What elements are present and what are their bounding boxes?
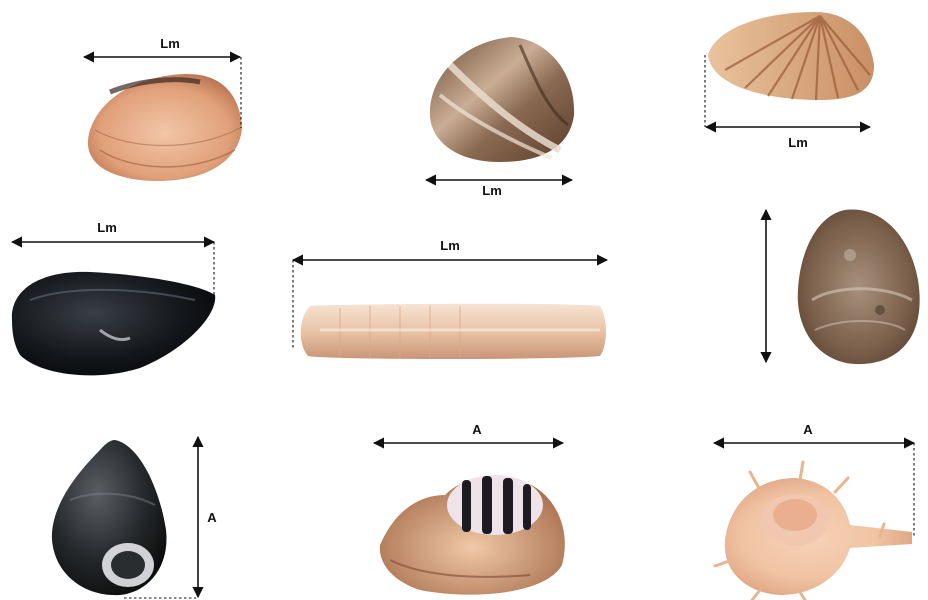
murex-shell — [715, 462, 912, 600]
clam-left-top-label: Lm — [160, 36, 180, 51]
scallop-clam-shell — [708, 12, 874, 100]
banded-whelk-shell — [380, 475, 565, 595]
scallop-clam-label: Lm — [788, 135, 808, 150]
mussel-shell — [12, 272, 215, 375]
mussel-label: Lm — [97, 220, 117, 235]
venus-clam-label: Lm — [482, 183, 502, 198]
oyster-shell — [798, 209, 920, 364]
razor-clam-label: Lm — [440, 238, 460, 253]
venus-clam-shell — [430, 37, 574, 162]
razor-clam-shell — [301, 304, 606, 359]
murex-label: A — [803, 422, 813, 437]
banded-whelk-label: A — [472, 422, 482, 437]
clam-left-top-shell — [88, 74, 242, 181]
periwinkle-shell — [52, 440, 167, 595]
periwinkle-label: A — [207, 510, 217, 525]
